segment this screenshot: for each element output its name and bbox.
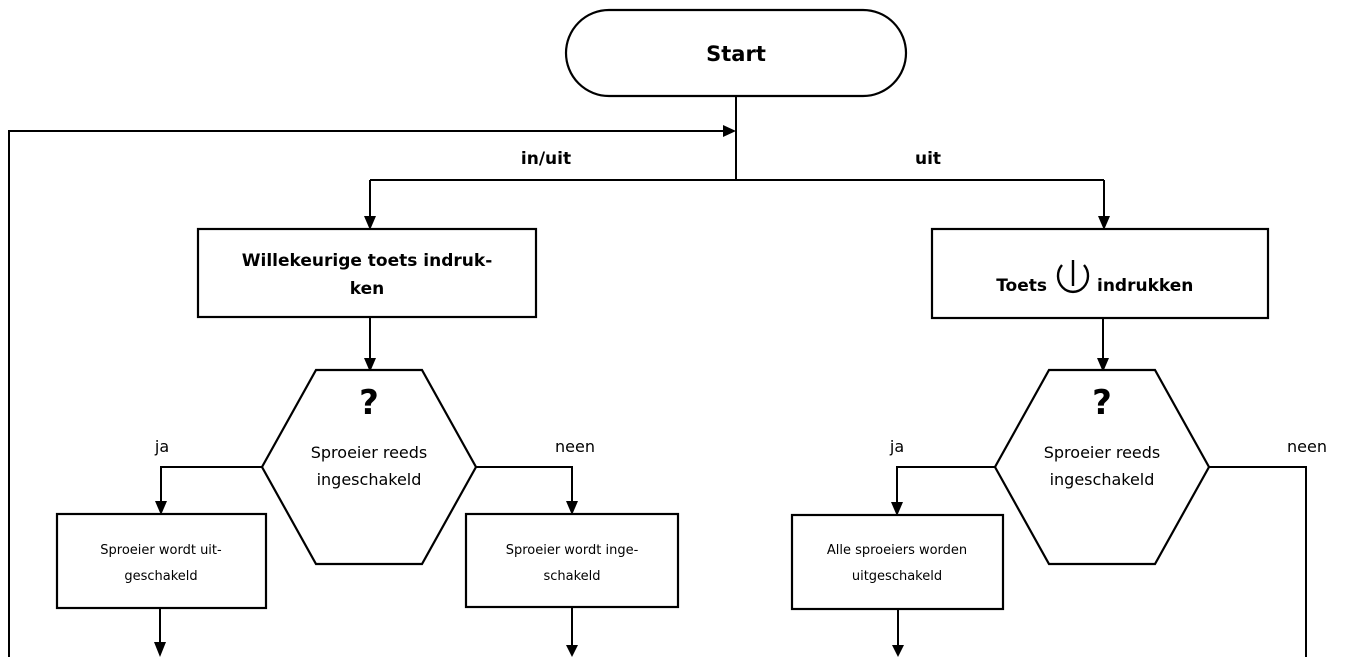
start-terminal (564, 8, 908, 98)
left-yes-result-box (55, 512, 268, 610)
connector-lines (8, 96, 1307, 657)
power-icon (1056, 260, 1090, 293)
left-yes-result-line2: geschakeld (124, 569, 197, 584)
left-yes-result-line1: Sproeier wordt uit- (100, 543, 222, 558)
right-action-suffix: indrukken (1097, 276, 1193, 296)
left-decision-hexagon (260, 368, 478, 566)
right-decision-hexagon (993, 368, 1211, 566)
arrowheads (154, 125, 1110, 657)
left-no-arrowhead (566, 501, 578, 515)
right-question-mark: ? (1092, 383, 1112, 423)
right-decision-arrowhead (1097, 358, 1109, 372)
left-no-result-box (464, 512, 680, 609)
right-yes-result-line1: Alle sproeiers worden (827, 543, 967, 558)
left-decision-text-line1: Sproeier reeds (311, 443, 428, 462)
left-action-box (196, 227, 538, 319)
right-decision-text-line2: ingeschakeld (1050, 470, 1155, 489)
right-yes-result-arrowhead (892, 645, 904, 657)
left-no-result-line2: schakeld (543, 569, 600, 584)
branch-label-in-uit: in/uit (521, 149, 571, 169)
right-no-line (1209, 466, 1307, 657)
left-no-result-line1: Sproeier wordt inge- (506, 543, 639, 558)
left-yes-label: ja (154, 437, 169, 456)
loop-arrowhead (723, 125, 736, 137)
left-no-result-arrowhead (566, 645, 578, 657)
left-yes-result-arrowhead (154, 642, 166, 657)
loop-back-line (8, 130, 728, 657)
left-decision-text-line2: ingeschakeld (317, 470, 422, 489)
left-no-line (476, 466, 573, 504)
right-yes-result-line2: uitgeschakeld (852, 569, 942, 584)
right-yes-result-box (790, 513, 1005, 611)
left-action-text-line2: ken (350, 279, 384, 299)
left-no-label: neen (555, 437, 595, 456)
left-action-text-line1: Willekeurige toets indruk- (242, 251, 493, 271)
right-branch-arrowhead (1098, 216, 1110, 230)
left-branch-arrowhead (364, 216, 376, 230)
left-yes-line (160, 466, 263, 504)
right-action-prefix: Toets (996, 276, 1047, 296)
right-action-box (930, 227, 1270, 320)
right-yes-arrowhead (891, 502, 903, 516)
right-decision-text-line1: Sproeier reeds (1044, 443, 1161, 462)
right-yes-label: ja (889, 437, 904, 456)
left-decision-arrowhead (364, 358, 376, 372)
right-no-label: neen (1287, 437, 1327, 456)
start-label: Start (706, 42, 766, 66)
branch-label-uit: uit (915, 149, 941, 169)
left-yes-arrowhead (155, 501, 167, 515)
left-question-mark: ? (359, 383, 379, 423)
right-yes-line (896, 466, 996, 506)
